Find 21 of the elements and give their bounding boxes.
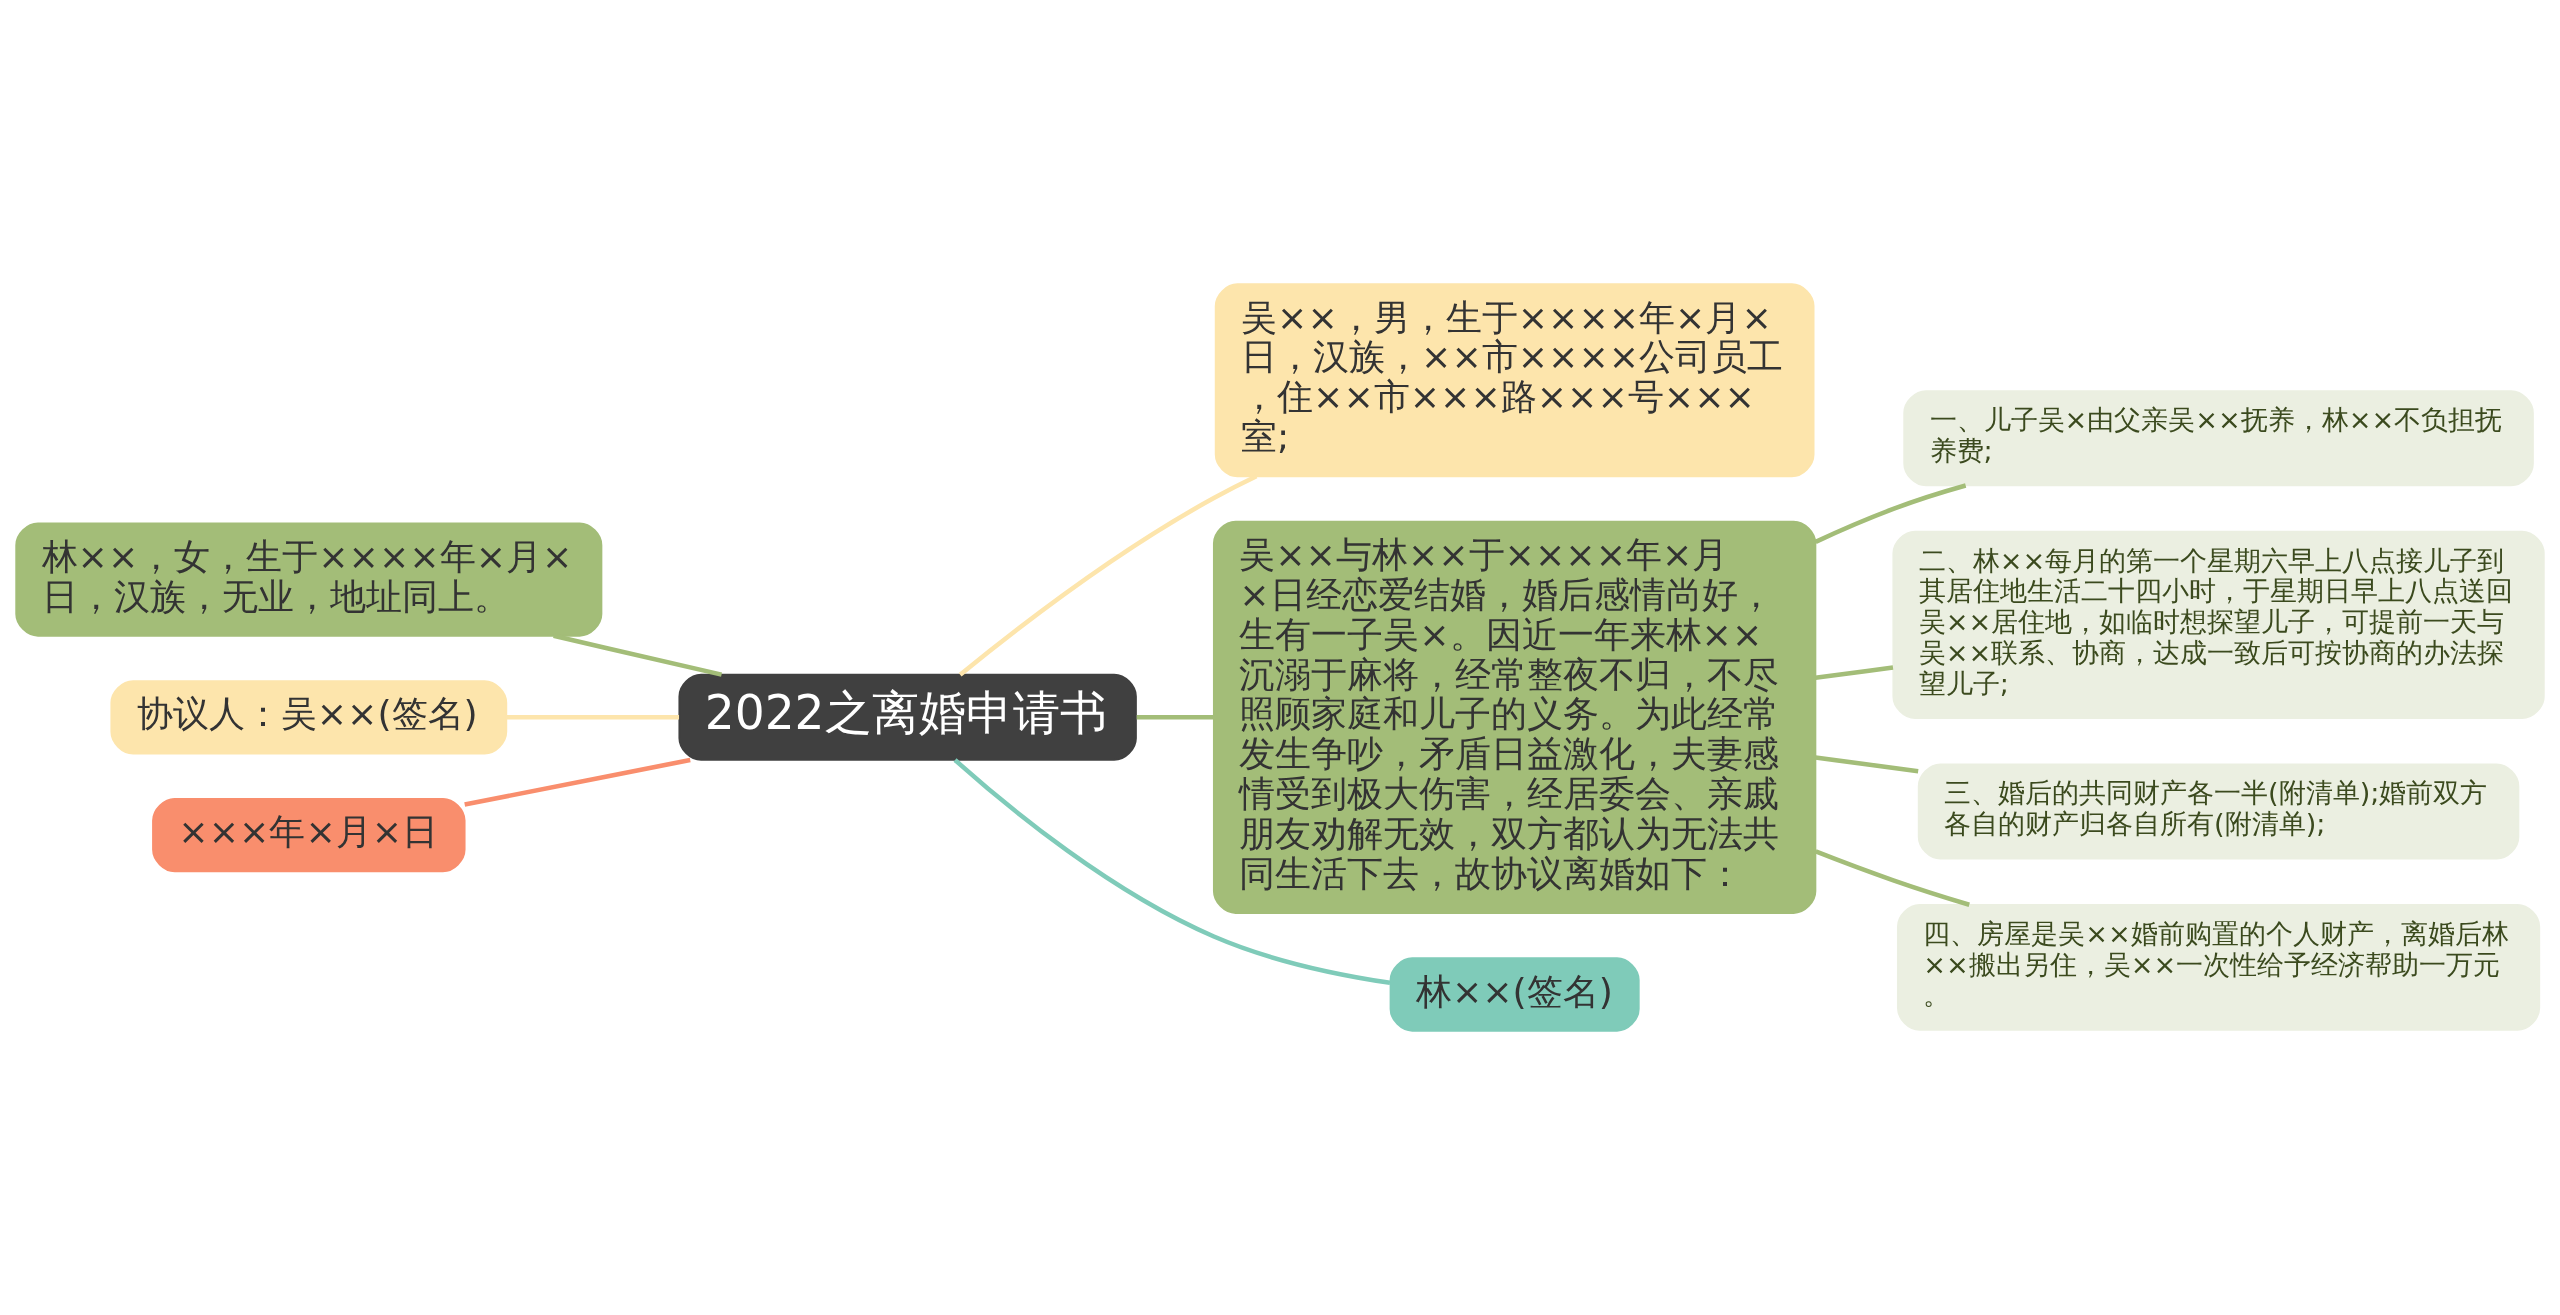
node-box: 一、儿子吴×由父亲吴××抚养，林××不负担抚养费; <box>1903 390 2534 487</box>
connector <box>1814 483 1967 544</box>
node-box: 三、婚后的共同财产各一半(附清单);婚前双方各自的财产归各自所有(附清单); <box>1917 763 2520 860</box>
connector <box>1815 665 1894 681</box>
connector <box>553 633 723 677</box>
node-box: ×××年×月×日 <box>152 797 466 873</box>
node-box: 吴××与林××于××××年×月×日经恋爱结婚，婚后感情尚好，生有一子吴×。因近一年来林××沉溺于麻将，经常整夜不归，不尽照顾家庭和儿子的义务。为此经常发生争吵，矛盾日益激化，夫妻感情受到极大伤害，经居委会、亲戚朋友劝解无效，双方都认为无法共同生活下去，故协议离婚如下： <box>1212 520 1817 914</box>
node-box: 林××，女，生于××××年×月×日，汉族，无业，地址同上。 <box>15 522 603 637</box>
node-box: 四、房屋是吴××婚前购置的个人财产，离婚后林××搬出另住，吴××一次性给予经济帮助一万元。 <box>1896 903 2541 1031</box>
connector <box>953 758 1391 986</box>
connector <box>506 715 680 720</box>
node-box: 林××(签名) <box>1389 957 1640 1032</box>
node-box: 二、林××每月的第一个星期六早上八点接儿子到其居住地生活二十四小时，于星期日早上八点送回吴××居住地，如临时想探望儿子，可提前一天与吴××联系、协商，达成一致后可按协商的办法探望儿子; <box>1892 530 2545 720</box>
node-box: 协议人：吴××(签名) <box>110 680 508 755</box>
connector <box>958 474 1258 677</box>
node-box: 2022之离婚申请书 <box>678 673 1137 761</box>
node-box: 吴××，男，生于××××年×月×日，汉族，××市××××公司员工，住××市×××路×××号×××室; <box>1214 283 1815 478</box>
connector <box>1814 849 1970 907</box>
connector <box>1136 715 1214 720</box>
connector <box>1815 755 1919 774</box>
connector <box>464 757 691 807</box>
